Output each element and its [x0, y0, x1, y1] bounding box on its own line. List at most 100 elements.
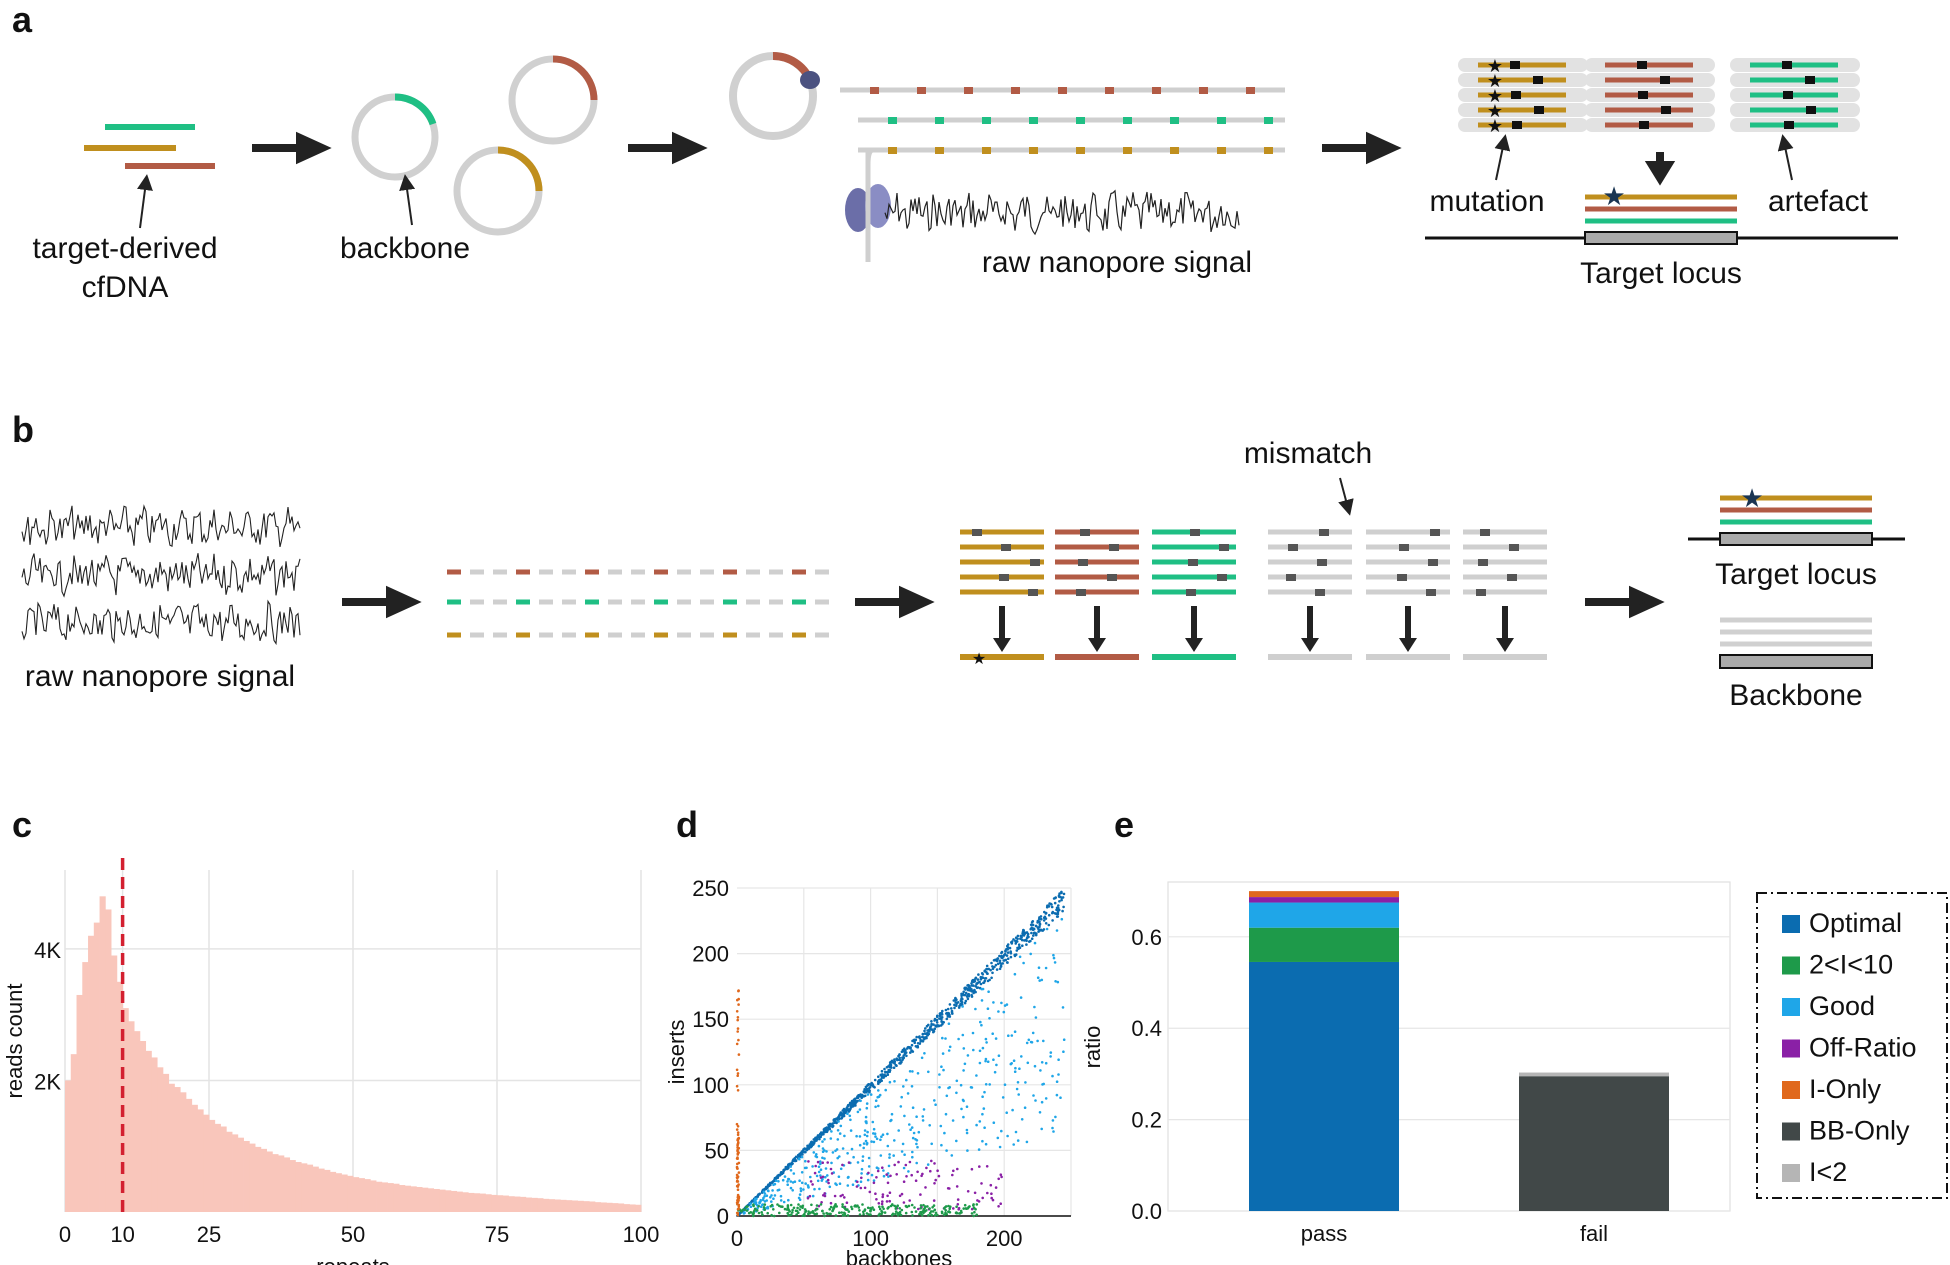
scatter-point: [1060, 898, 1063, 902]
scatter-point: [861, 1155, 865, 1158]
scatter-point: [933, 1208, 937, 1212]
scatter-point: [839, 1124, 843, 1128]
scatter-point: [765, 1199, 768, 1202]
scatter-point: [737, 1003, 740, 1006]
scatter-point: [1043, 915, 1047, 919]
scatter-point: [974, 977, 977, 980]
scatter-point: [960, 1000, 964, 1004]
scatter-point: [863, 1133, 867, 1137]
scatter-point: [930, 1142, 933, 1146]
scatter-point: [826, 1178, 830, 1182]
scatter-point: [869, 1093, 873, 1096]
scatter-point: [940, 1143, 943, 1147]
scatter-point: [846, 1104, 850, 1107]
error-mark: [1806, 106, 1816, 114]
mismatch-mark: [1430, 529, 1440, 536]
scatter-point: [1005, 947, 1008, 951]
legend-swatch: [1782, 915, 1800, 933]
scatter-point: [1051, 919, 1054, 922]
scatter-point: [773, 1194, 777, 1197]
scatter-point: [975, 1123, 978, 1127]
scatter-point: [848, 1114, 852, 1118]
histogram-bar: [427, 1188, 435, 1212]
histogram-bar: [341, 1174, 348, 1212]
scatter-point: [970, 1207, 974, 1211]
scatter-point: [1033, 1005, 1036, 1009]
scatter-point: [950, 1154, 954, 1157]
scatter-point: [884, 1088, 887, 1092]
y-tick-label: 250: [692, 876, 729, 901]
histogram-bar: [157, 1067, 164, 1212]
collapse-arrow-head: [1088, 638, 1106, 652]
histogram-bar: [370, 1180, 377, 1212]
scatter-point: [996, 1136, 1000, 1140]
scatter-point: [878, 1212, 881, 1216]
scatter-point: [974, 1007, 977, 1011]
scatter-point: [1014, 936, 1018, 939]
histogram-bar: [531, 1197, 538, 1212]
mismatch-mark: [1186, 589, 1196, 596]
scatter-point: [811, 1183, 814, 1186]
histogram-bar: [456, 1191, 463, 1212]
scatter-point: [941, 1020, 944, 1024]
histogram-bar: [416, 1187, 423, 1212]
insert-segment: [1058, 87, 1067, 94]
scatter-point: [904, 1163, 908, 1167]
scatter-point: [813, 1171, 817, 1175]
scatter-point: [877, 1202, 881, 1205]
scatter-point: [962, 1207, 965, 1210]
x-tick-label: 0: [731, 1226, 743, 1251]
scatter-point: [809, 1180, 813, 1183]
scatter-point: [1042, 919, 1046, 922]
scatter-point: [902, 1201, 906, 1204]
mismatch-mark: [1217, 574, 1227, 581]
histogram-bar: [128, 1021, 135, 1212]
scatter-point: [985, 1165, 989, 1168]
scatter-point: [955, 1079, 959, 1083]
scatter-point: [736, 1072, 740, 1075]
scatter-point: [915, 1115, 918, 1118]
scatter-point: [914, 1138, 917, 1141]
locus-label-b: Target locus: [1715, 558, 1877, 591]
scatter-point: [991, 965, 994, 968]
scatter-point: [783, 1175, 787, 1178]
scatter-point: [998, 1145, 1002, 1149]
scatter-point: [834, 1203, 837, 1206]
scatter-point: [756, 1194, 760, 1197]
scatter-point: [813, 1187, 816, 1191]
scatter-point: [955, 1091, 958, 1095]
scatter-point: [817, 1170, 821, 1174]
histogram-bar: [514, 1196, 521, 1212]
scatter-point: [1061, 1006, 1065, 1009]
scatter-point: [893, 1060, 896, 1063]
histogram-bar: [583, 1201, 590, 1212]
scatter-point: [859, 1180, 863, 1183]
scatter-point: [995, 1063, 998, 1067]
mismatch-mark: [1001, 544, 1011, 551]
scatter-point: [929, 1169, 932, 1173]
scatter-point: [977, 1200, 981, 1203]
scatter-point: [886, 1132, 889, 1136]
scatter-point: [1039, 928, 1042, 932]
scatter-point: [1036, 920, 1040, 924]
scatter-point: [915, 1161, 918, 1165]
scatter-point: [1040, 1061, 1044, 1064]
scatter-point: [824, 1130, 827, 1134]
scatter-point: [1056, 980, 1060, 984]
scatter-point: [1033, 932, 1036, 935]
scatter-point: [902, 1054, 905, 1057]
scatter-point: [1025, 1140, 1029, 1144]
read-stacks: ★★★★★: [1458, 56, 1860, 136]
scatter-point: [1055, 1080, 1059, 1083]
scatter-point: [920, 1056, 924, 1060]
scatter-point: [944, 1037, 947, 1040]
scatter-point: [984, 1059, 987, 1063]
scatter-point: [897, 1160, 900, 1164]
scatter-point: [970, 993, 973, 997]
scatter-point: [907, 1170, 910, 1173]
histogram-bar: [151, 1057, 158, 1212]
x-axis-label: repeats: [316, 1254, 389, 1265]
histogram-bar: [272, 1154, 279, 1212]
scatter-point: [874, 1099, 878, 1102]
scatter-point: [1018, 1067, 1021, 1070]
